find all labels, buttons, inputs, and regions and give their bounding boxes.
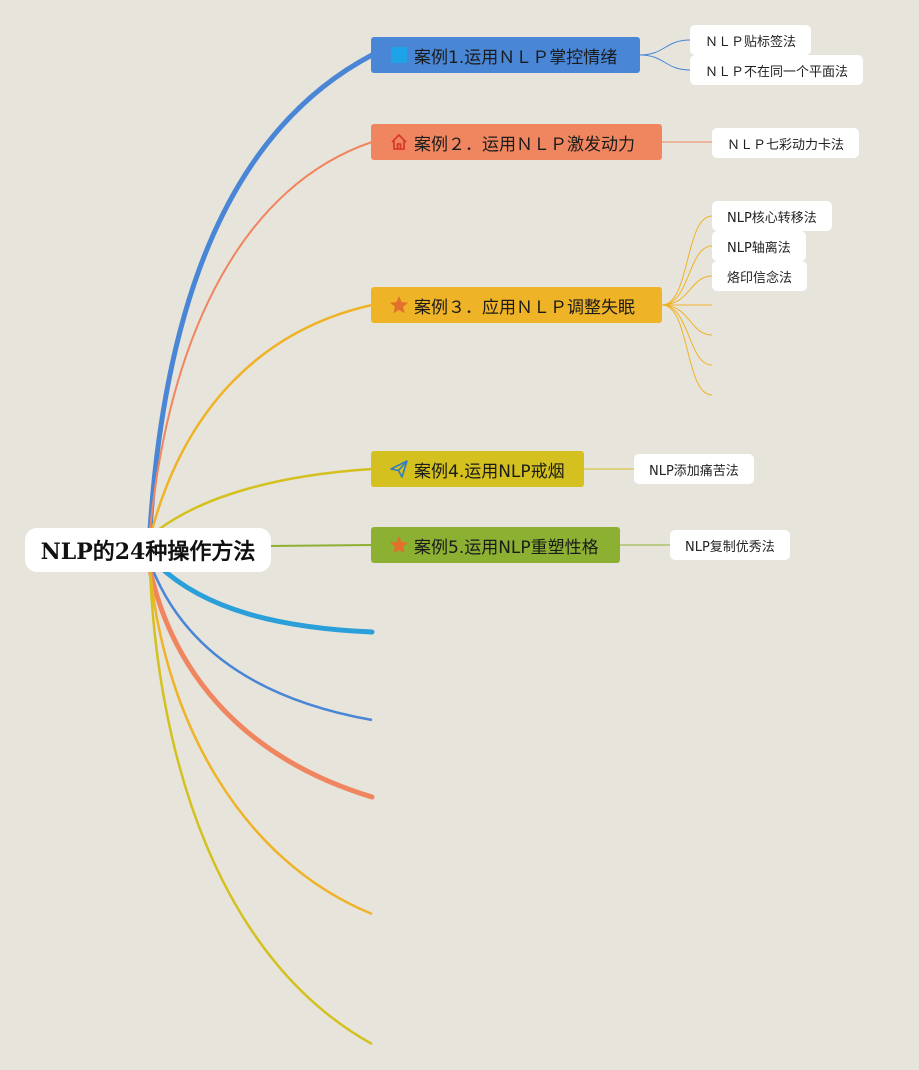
connector-leaf-3-5 xyxy=(661,304,713,336)
paper-plane-icon xyxy=(389,459,409,479)
house-icon xyxy=(389,132,409,152)
leaf-topic-3-2-label: NLP轴离法 xyxy=(727,240,791,256)
branch-topic-1[interactable]: 案例1.运用ＮＬＰ掌控情绪 xyxy=(371,37,640,73)
branch-topic-3-label: 案例３．应用ＮＬＰ调整失眠 xyxy=(414,297,635,318)
leaf-topic-1-1[interactable]: ＮＬＰ贴标签法 xyxy=(690,25,812,55)
branch-topic-1-label: 案例1.运用ＮＬＰ掌控情绪 xyxy=(414,47,618,68)
connector-leaf-3-7 xyxy=(661,304,713,396)
branch-topic-4[interactable]: 案例4.运用NLP戒烟 xyxy=(371,451,584,487)
leaf-topic-3-1-label: NLP核心转移法 xyxy=(727,210,817,226)
connector-collapsed-2 xyxy=(150,567,373,722)
connector-branch-4 xyxy=(157,467,373,532)
branch-topic-2-label: 案例２．运用ＮＬＰ激发动力 xyxy=(414,134,635,155)
leaf-topic-3-1[interactable]: NLP核心转移法 xyxy=(712,201,832,231)
connector-collapsed-5 xyxy=(148,569,373,1046)
leaf-topic-4-1-label: NLP添加痛苦法 xyxy=(649,463,739,479)
connector-leaf-3-2 xyxy=(661,245,713,306)
connector-leaf-1-2 xyxy=(639,54,691,71)
connector-collapsed-1 xyxy=(155,562,375,635)
connector-branch-1 xyxy=(147,52,375,533)
blue-square-icon xyxy=(389,45,409,65)
connector-leaf-3-1 xyxy=(661,215,713,306)
leaf-topic-1-2-label: ＮＬＰ不在同一个平面法 xyxy=(705,64,849,80)
leaf-topic-5-1[interactable]: NLP复制优秀法 xyxy=(670,530,790,560)
branch-topic-2[interactable]: 案例２．运用ＮＬＰ激发动力 xyxy=(371,124,662,160)
connector-branch-5 xyxy=(267,544,373,547)
leaf-topic-4-1[interactable]: NLP添加痛苦法 xyxy=(634,454,754,484)
star-icon xyxy=(389,295,409,315)
connector-branch-3 xyxy=(150,303,373,531)
leaf-topic-3-3[interactable]: 烙印信念法 xyxy=(712,261,808,291)
branch-topic-3[interactable]: 案例３．应用ＮＬＰ调整失眠 xyxy=(371,287,662,323)
leaf-topic-2-1[interactable]: ＮＬＰ七彩动力卡法 xyxy=(712,128,860,158)
branch-topic-4-label: 案例4.运用NLP戒烟 xyxy=(414,461,565,482)
branch-topic-5-label: 案例5.运用NLP重塑性格 xyxy=(414,537,599,558)
leaf-topic-2-1-label: ＮＬＰ七彩动力卡法 xyxy=(727,137,845,153)
leaf-topic-1-1-label: ＮＬＰ贴标签法 xyxy=(705,34,797,50)
connector-leaf-3-3 xyxy=(661,275,713,306)
root-topic[interactable]: NLP的24种操作方法 xyxy=(25,528,271,572)
star-icon xyxy=(389,535,409,555)
leaf-topic-5-1-label: NLP复制优秀法 xyxy=(685,539,775,555)
connector-collapsed-3 xyxy=(147,567,375,800)
root-topic-label: NLP的24种操作方法 xyxy=(40,539,256,565)
branch-topic-5[interactable]: 案例5.运用NLP重塑性格 xyxy=(371,527,620,563)
connector-collapsed-4 xyxy=(148,569,373,916)
connector-leaf-1-1 xyxy=(639,39,691,56)
leaf-topic-3-2[interactable]: NLP轴离法 xyxy=(712,231,806,261)
connector-branch-2 xyxy=(149,141,373,531)
leaf-topic-1-2[interactable]: ＮＬＰ不在同一个平面法 xyxy=(690,55,864,85)
leaf-topic-3-3-label: 烙印信念法 xyxy=(727,270,793,286)
connector-leaf-3-6 xyxy=(661,304,713,366)
